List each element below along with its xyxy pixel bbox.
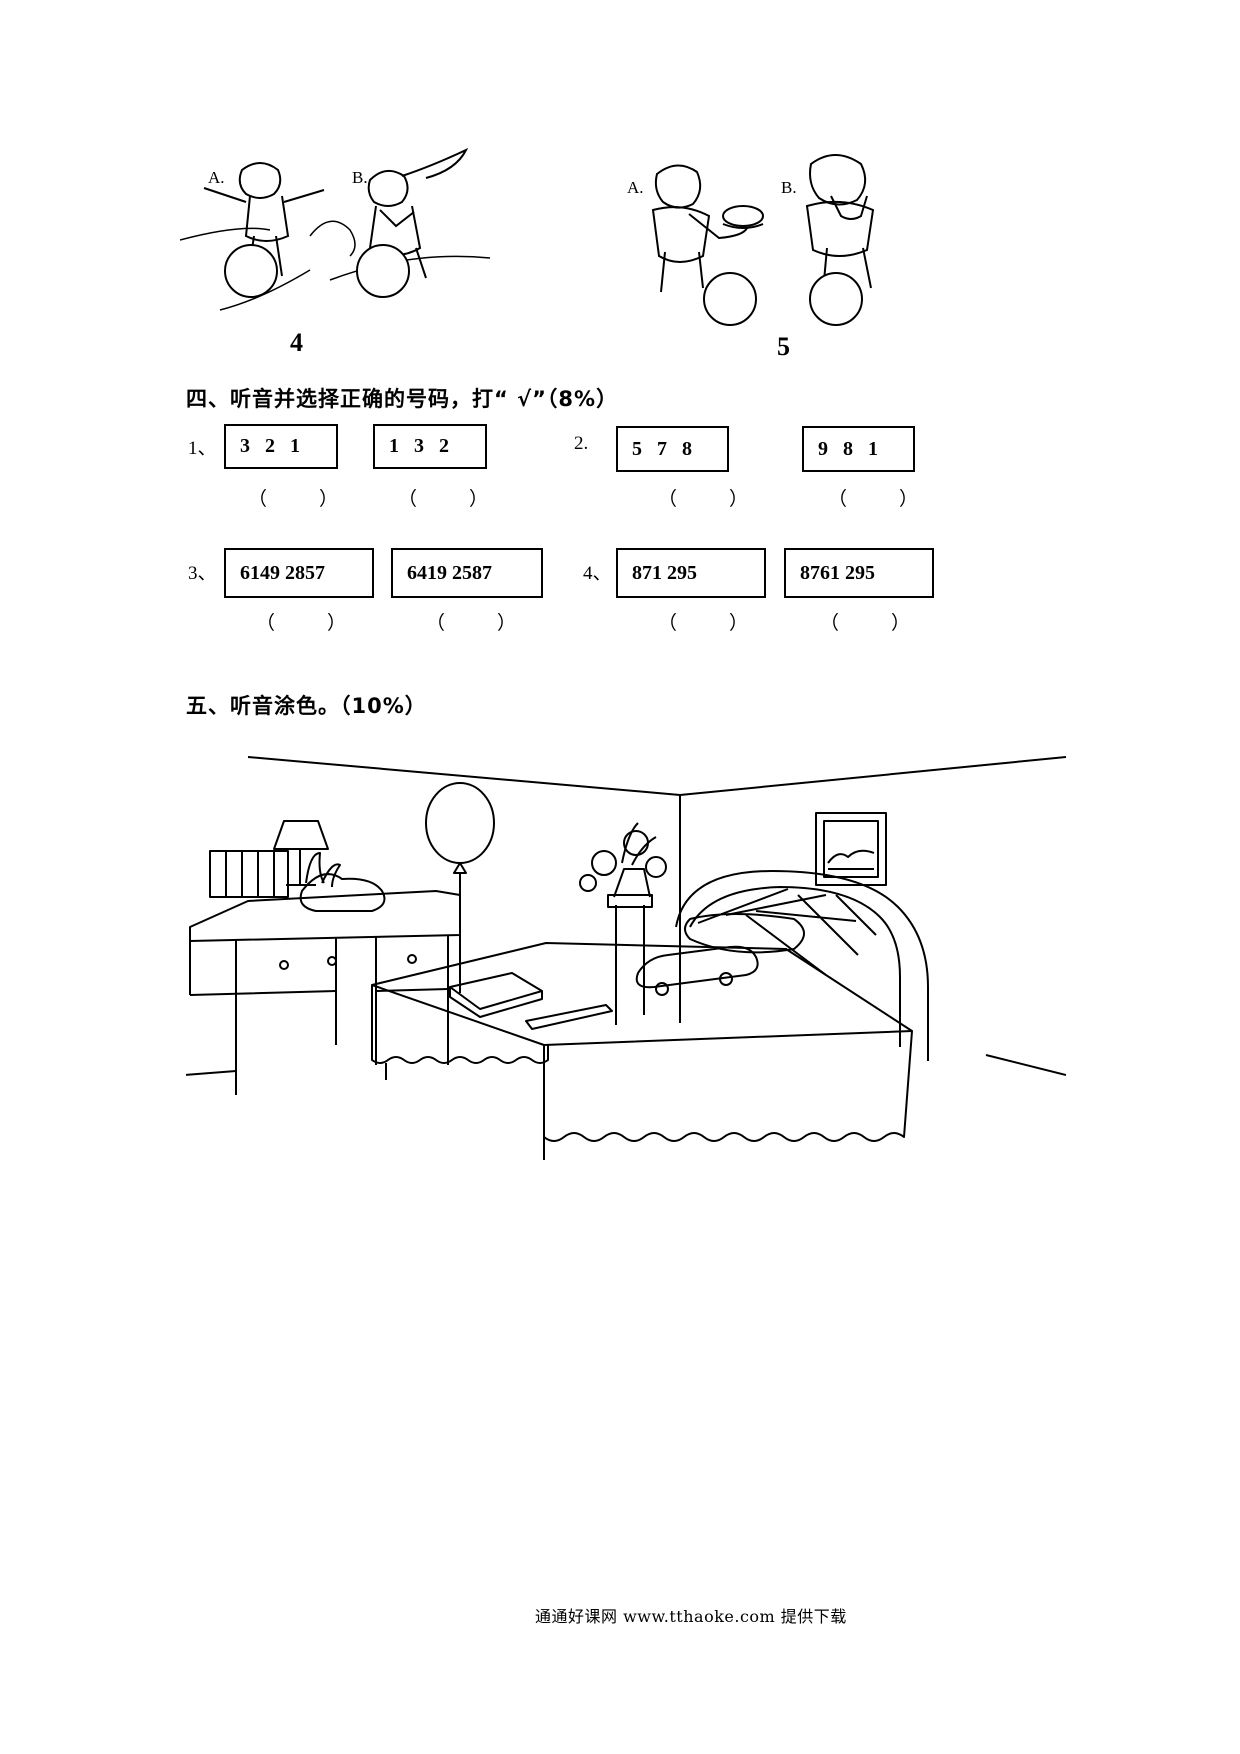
item-3-number: 3、: [188, 563, 217, 584]
question-4-pictures: A. B. 4: [180, 140, 500, 365]
section-4-heading: 四、听音并选择正确的号码，打“ √”（8%）: [186, 387, 619, 411]
item-1-answer-1[interactable]: （）: [248, 488, 338, 510]
floor-line: [985, 1054, 1066, 1076]
desk: [186, 890, 461, 1095]
girl-dancing-illustration: [180, 147, 491, 311]
toy-rabbit: [299, 852, 386, 912]
item-4-answer-1[interactable]: （）: [658, 612, 748, 634]
row-of-books: [209, 850, 289, 898]
section-5-heading: 五、听音涂色。（10%）: [186, 694, 427, 718]
wall-picture-frame: [815, 812, 887, 886]
item-2-option-1: 5 7 8: [616, 426, 729, 472]
item-4-number: 4、: [583, 563, 612, 584]
boys-eating-illustration: [651, 154, 875, 293]
option-a-label: A.: [208, 168, 225, 187]
item-1-number: 1、: [188, 438, 217, 459]
item-1-answer-2[interactable]: （）: [398, 488, 488, 510]
book-on-bed: [449, 972, 543, 1018]
balloon: [425, 782, 495, 993]
answer-circle-a[interactable]: [224, 244, 278, 298]
answer-circle-b[interactable]: [356, 244, 410, 298]
item-1-option-1: 3 2 1: [224, 424, 338, 469]
item-4-answer-2[interactable]: （）: [820, 612, 910, 634]
item-2-option-2: 9 8 1: [802, 426, 915, 472]
table-lamp: [273, 820, 329, 886]
ceiling-line: [247, 756, 1066, 796]
bed: [371, 870, 929, 1160]
item-2-answer-2[interactable]: （）: [828, 488, 918, 510]
item-4-option-1: 871 295: [616, 548, 766, 598]
flower-vase-on-stand: [579, 822, 667, 1025]
item-2-number: 2.: [574, 433, 589, 454]
item-2-answer-1[interactable]: （）: [658, 488, 748, 510]
item-4-option-2: 8761 295: [784, 548, 934, 598]
pen-on-bed: [525, 1004, 613, 1030]
answer-circle-b[interactable]: [809, 272, 863, 326]
question-4-number: 4: [290, 328, 303, 357]
question-5-pictures: A. B. 5: [615, 140, 935, 365]
footer-source-text: 通通好课网 www.tthaoke.com 提供下载: [535, 1607, 847, 1626]
item-3-option-1: 6149 2857: [224, 548, 374, 598]
item-3-answer-1[interactable]: （）: [256, 612, 346, 634]
item-3-answer-2[interactable]: （）: [426, 612, 516, 634]
option-b-label: B.: [352, 168, 368, 187]
question-5-number: 5: [777, 332, 790, 361]
item-3-option-2: 6419 2587: [391, 548, 543, 598]
item-1-option-2: 1 3 2: [373, 424, 487, 469]
toy-car-on-bed: [635, 945, 759, 996]
option-a-label: A.: [627, 178, 644, 197]
option-b-label: B.: [781, 178, 797, 197]
bedroom-coloring-picture[interactable]: [186, 745, 1066, 1290]
pillow: [684, 913, 805, 954]
answer-circle-a[interactable]: [703, 272, 757, 326]
